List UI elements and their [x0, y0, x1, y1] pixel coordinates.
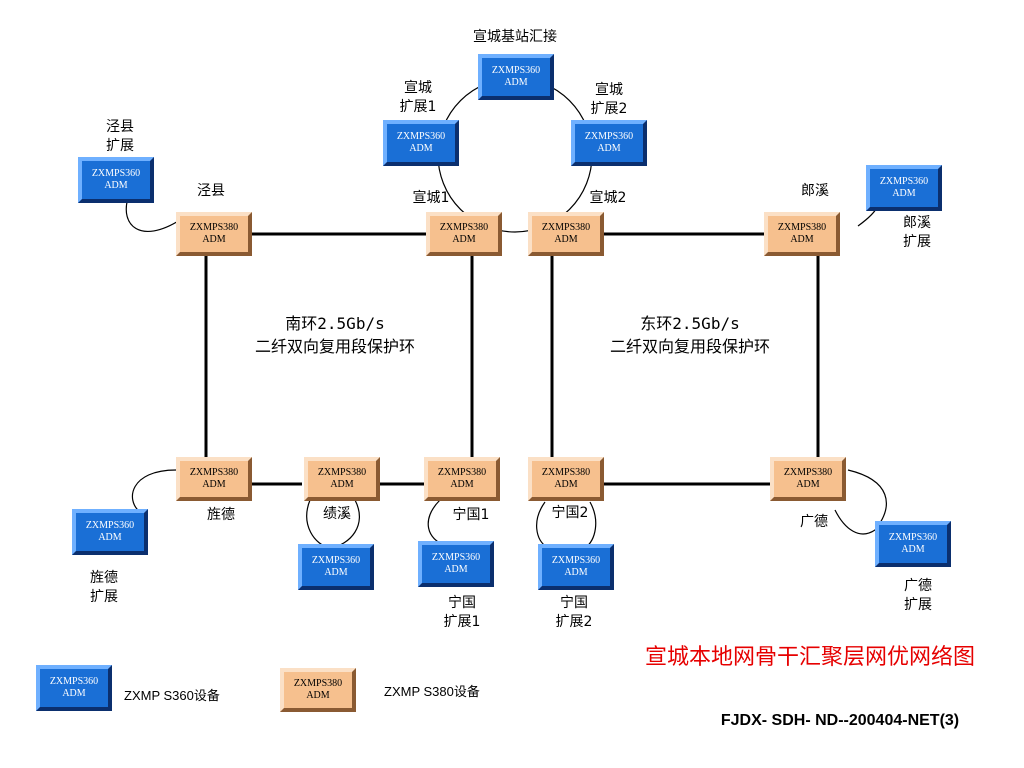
legend-s360-text: ZXMP S360设备 — [124, 688, 220, 703]
label-xuancheng2: 宣城2 — [589, 190, 627, 206]
label-ng-ext1: 宁国扩展1 — [443, 595, 481, 630]
loop-jingxian — [125, 197, 181, 232]
label-ng-ext2: 宁国扩展2 — [555, 595, 593, 630]
legend-s380-text: ZXMP S380设备 — [384, 684, 480, 699]
label-jd-ext: 旌德扩展 — [90, 570, 118, 605]
label-jingxian: 泾县 — [197, 183, 225, 199]
label-hub-title: 宣城基站汇接 — [473, 29, 557, 45]
label-xuancheng1: 宣城1 — [412, 190, 450, 206]
label-gd-ext: 广德扩展 — [904, 578, 932, 613]
label-ningguo1: 宁国1 — [452, 507, 490, 523]
label-langxi: 郎溪 — [801, 183, 829, 199]
label-xc-ext2: 宣城扩展2 — [590, 82, 628, 117]
label-xc-ext1: 宣城扩展1 — [399, 80, 437, 115]
label-jx-ext: 泾县扩展 — [106, 119, 134, 154]
hub-ring — [437, 77, 593, 233]
label-jingde: 旌德 — [207, 507, 235, 523]
diagram-title: 宣城本地网骨干汇聚层网优网络图 — [644, 645, 975, 670]
label-lx-ext: 郎溪扩展 — [903, 215, 931, 250]
label-ningguo2: 宁国2 — [551, 505, 589, 521]
label-guangde: 广德 — [800, 514, 828, 530]
label-jixi: 绩溪 — [323, 506, 351, 522]
document-code: FJDX- SDH- ND--200404-NET(3) — [720, 712, 960, 729]
loop-jingde — [131, 469, 177, 513]
